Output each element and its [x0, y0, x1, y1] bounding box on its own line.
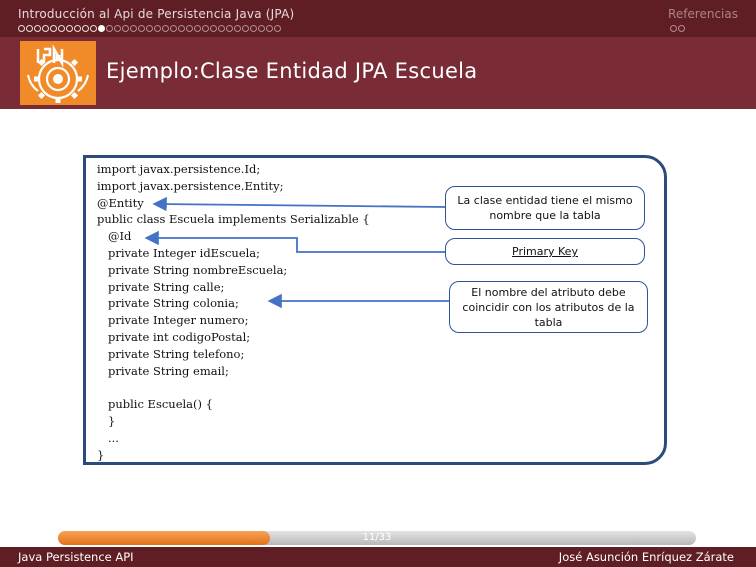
frame-dot-link[interactable]	[18, 25, 25, 32]
frame-dot-link[interactable]	[146, 25, 153, 32]
frame-dot-link[interactable]	[170, 25, 177, 32]
code-listing: import javax.persistence.Id; import javax…	[97, 161, 370, 463]
code-line: private Integer idEscuela;	[97, 245, 261, 260]
code-line: private String telefono;	[97, 346, 245, 361]
frame-dot-link[interactable]	[266, 25, 273, 32]
frame-dot-link[interactable]	[194, 25, 201, 32]
references-section-link[interactable]: Referencias	[668, 7, 738, 21]
attributes-callout: El nombre del atributo debe coincidir co…	[449, 281, 648, 333]
code-line: private String email;	[97, 363, 229, 378]
frame-dot-link[interactable]	[162, 25, 169, 32]
code-line: import javax.persistence.Id;	[97, 162, 261, 176]
code-line: private String colonia;	[97, 296, 239, 311]
code-line: private String nombreEscuela;	[97, 262, 288, 277]
code-line	[97, 379, 370, 396]
code-line: private Integer numero;	[97, 313, 249, 328]
frame-dot-link[interactable]	[210, 25, 217, 32]
frame-dot-link[interactable]	[106, 25, 113, 32]
progress-bar: 11/33	[58, 531, 696, 545]
primary-key-callout: Primary Key	[445, 238, 645, 265]
frame-dot-link[interactable]	[154, 25, 161, 32]
frame-dot-link[interactable]	[218, 25, 225, 32]
frame-dot-link[interactable]	[58, 25, 65, 32]
frame-dot-link[interactable]	[186, 25, 193, 32]
code-line: private String calle;	[97, 279, 225, 294]
frame-dot-link[interactable]	[122, 25, 129, 32]
frame-dot-link[interactable]	[274, 25, 281, 32]
frame-dot-link[interactable]	[242, 25, 249, 32]
footer-bar: Java Persistence API José Asunción Enríq…	[0, 547, 756, 567]
frame-dot-link[interactable]	[114, 25, 121, 32]
code-line: @Id	[97, 229, 132, 244]
progress-fill	[58, 531, 270, 545]
code-line: public class Escuela implements Serializ…	[97, 212, 370, 227]
page-number: 11/33	[362, 532, 392, 543]
frame-dot-link[interactable]	[678, 25, 685, 32]
frame-dot-link[interactable]	[130, 25, 137, 32]
frame-dot-link[interactable]	[74, 25, 81, 32]
code-line: public Escuela() {	[97, 397, 213, 412]
frame-dot-link[interactable]	[258, 25, 265, 32]
frame-dot-link[interactable]	[234, 25, 241, 32]
frame-dot-link[interactable]	[670, 25, 677, 32]
code-line: ...	[97, 430, 119, 445]
ipn-logo-icon	[20, 41, 96, 105]
frame-dot-link[interactable]	[50, 25, 57, 32]
references-navigation-dots	[670, 25, 685, 32]
frame-dot-link[interactable]	[98, 25, 105, 32]
frame-dot-link[interactable]	[226, 25, 233, 32]
frame-dot-link[interactable]	[82, 25, 89, 32]
title-banner: Ejemplo:Clase Entidad JPA Escuela	[0, 37, 756, 109]
frame-dot-link[interactable]	[202, 25, 209, 32]
section-title-link[interactable]: Introducción al Api de Persistencia Java…	[18, 7, 295, 21]
slide-title: Ejemplo:Clase Entidad JPA Escuela	[106, 59, 478, 83]
frame-dot-link[interactable]	[138, 25, 145, 32]
frame-dot-link[interactable]	[178, 25, 185, 32]
code-line: }	[97, 447, 105, 462]
footer-presentation-title[interactable]: Java Persistence API	[18, 550, 134, 564]
code-line: private int codigoPostal;	[97, 329, 251, 344]
frame-navigation-dots	[18, 25, 281, 32]
frame-dot-link[interactable]	[90, 25, 97, 32]
frame-dot-link[interactable]	[66, 25, 73, 32]
frame-dot-link[interactable]	[42, 25, 49, 32]
code-line: @Entity	[97, 195, 144, 210]
footer-author[interactable]: José Asunción Enríquez Zárate	[558, 550, 734, 564]
navigation-bar: Introducción al Api de Persistencia Java…	[0, 0, 756, 37]
code-line: import javax.persistence.Entity;	[97, 178, 284, 193]
code-line: }	[97, 413, 116, 428]
entity-callout: La clase entidad tiene el mismo nombre q…	[445, 186, 645, 230]
frame-dot-link[interactable]	[250, 25, 257, 32]
frame-dot-link[interactable]	[26, 25, 33, 32]
frame-dot-link[interactable]	[34, 25, 41, 32]
